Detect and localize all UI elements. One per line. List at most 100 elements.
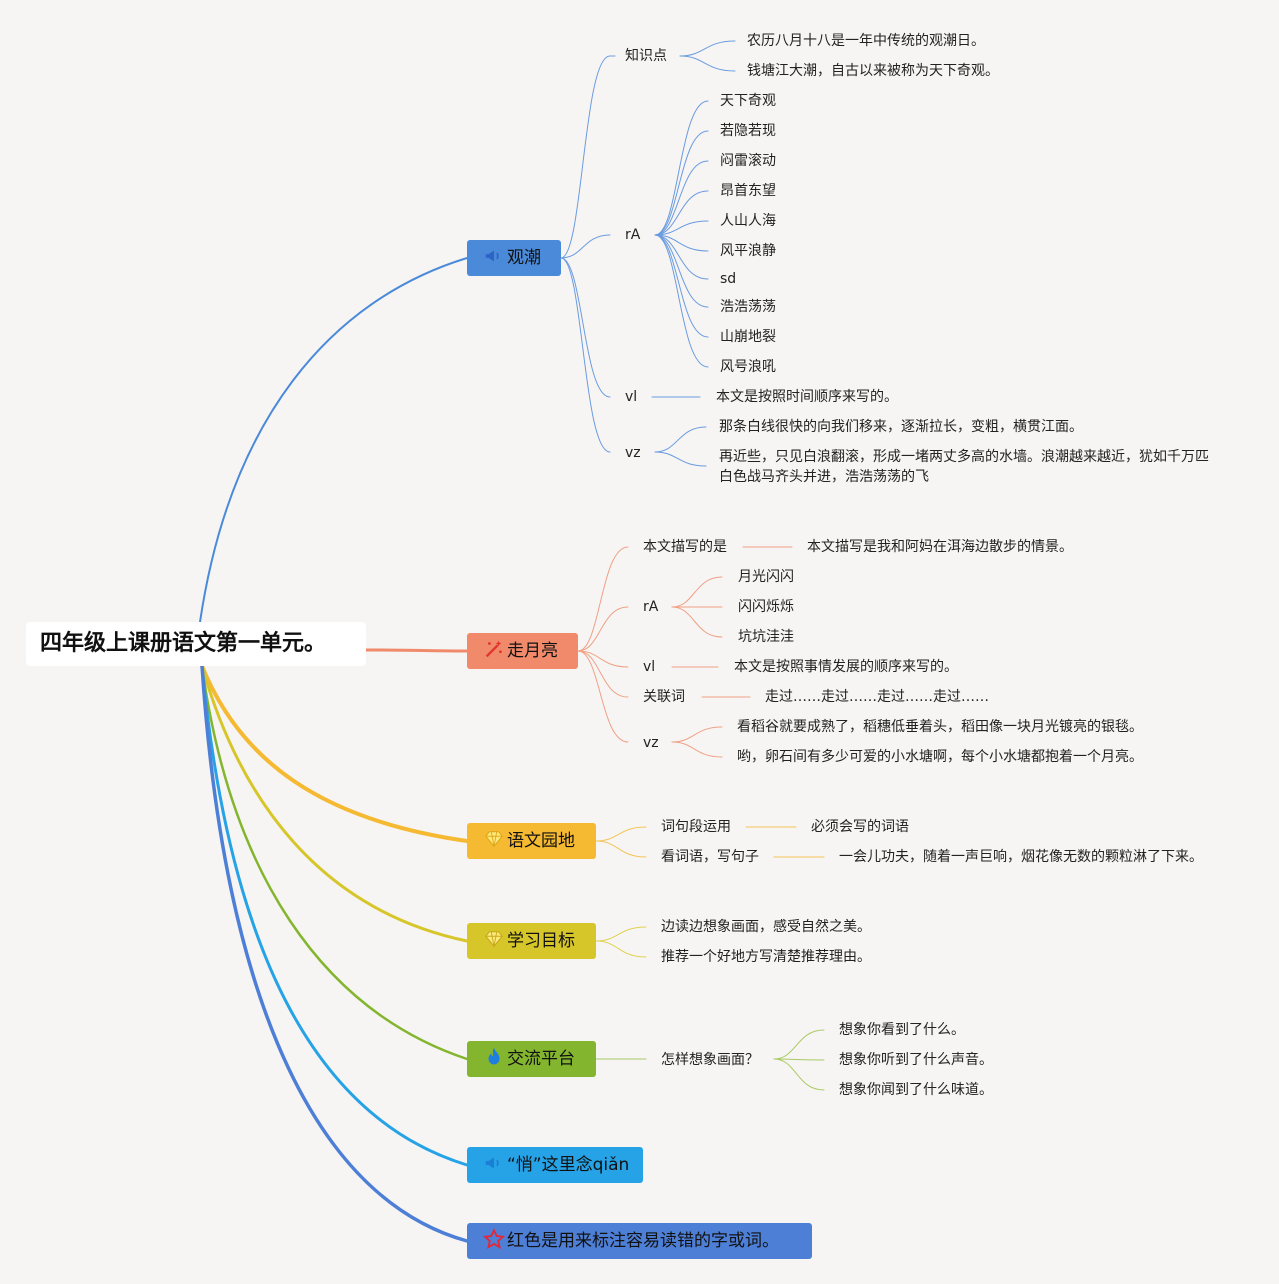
sub-topic[interactable]: 关联词 [643,689,685,705]
diamond-icon [483,928,505,950]
connector-line [595,840,647,858]
leaf-topic[interactable]: 本文是按照时间顺序来写的。 [716,389,898,405]
branch-label: 交流平台 [507,1049,575,1069]
sub-topic[interactable]: vl [625,389,638,405]
leaf-topic[interactable]: 走过……走过……走过……走过…… [765,689,989,705]
connector-line [595,940,647,958]
connector-line [200,664,469,843]
leaf-topic[interactable]: 风号浪吼 [720,359,776,375]
leaf-topic[interactable]: 必须会写的词语 [811,819,909,835]
diamond-icon [483,828,505,850]
connector-line [560,55,611,259]
leaf-topic[interactable]: 哟，卵石间有多少可爱的小水塘啊，每个小水塘都抱着一个月亮。 [737,749,1143,765]
sub-topic[interactable]: vz [625,445,641,461]
branch-jiaoliupingtai[interactable]: 交流平台 [467,1041,596,1077]
branch-label: “悄”这里念qiǎn [507,1155,630,1175]
leaf-topic[interactable]: 推荐一个好地方写清楚推荐理由。 [661,949,871,965]
connector-line [560,257,611,453]
connector-line [654,160,709,236]
branch-xueximubiao[interactable]: 学习目标 [467,923,596,959]
leaf-topic[interactable]: 边读边想象画面，感受自然之美。 [661,919,871,935]
branch-yuwenyuandi[interactable]: 语文园地 [467,823,596,859]
connector-line [654,220,709,236]
magic-wand-icon [483,638,505,660]
connector-line [773,1029,825,1060]
sub-topic[interactable]: rA [625,227,641,243]
sub-topic[interactable]: rA [643,599,659,615]
root-topic[interactable]: 四年级上课册语文第一单元。 [26,622,366,666]
leaf-topic[interactable]: 人山人海 [720,213,776,229]
connector-line [654,234,709,368]
leaf-topic[interactable]: 风平浪静 [720,243,776,259]
connector-line [679,40,736,57]
leaf-topic[interactable]: 本文描写是我和阿妈在洱海边散步的情景。 [807,539,1073,555]
leaf-topic[interactable]: 看稻谷就要成熟了，稻穗低垂着头，稻田像一块月光镀亮的银毯。 [737,719,1143,735]
connector-line [199,257,468,623]
leaf-topic[interactable]: 一会儿功夫，随着一声巨响，烟花像无数的颗粒淋了下来。 [839,849,1203,865]
sub-topic[interactable]: 词句段运用 [661,819,731,835]
sub-topic[interactable]: 看词语，写句子 [661,849,759,865]
connector-line [773,1058,825,1061]
leaf-topic[interactable]: 坑坑洼洼 [738,629,794,645]
branch-label: 观潮 [507,248,541,268]
branch-label: 语文园地 [507,831,575,851]
leaf-topic[interactable]: 天下奇观 [720,93,776,109]
sub-topic[interactable]: 本文描写的是 [643,539,727,555]
branch-red-note[interactable]: 红色是用来标注容易读错的字或词。 [467,1223,812,1259]
leaf-topic[interactable]: 再近些，只见白浪翻滚，形成一堵两丈多高的水墙。浪潮越来越近，犹如千万匹白色战马齐… [719,449,1209,485]
connector-line [679,55,736,72]
leaf-topic[interactable]: 闷雷滚动 [720,153,776,169]
megaphone-icon [483,1152,505,1174]
star-icon [483,1228,505,1250]
connector-line [654,451,707,467]
connector-line [560,234,611,259]
branch-guanchao[interactable]: 观潮 [467,240,561,276]
leaf-topic[interactable]: 想象你听到了什么声音。 [839,1052,993,1068]
connector-line [577,546,629,652]
connector-line [577,650,629,698]
leaf-topic[interactable]: 山崩地裂 [720,329,776,345]
connector-line [595,826,647,842]
connector-line [200,664,469,1061]
leaf-topic[interactable]: 钱塘江大潮，自古以来被称为天下奇观。 [747,63,999,79]
flame-icon [483,1046,505,1068]
connector-line [671,741,723,758]
connector-line [200,664,469,1243]
leaf-topic[interactable]: 月光闪闪 [738,569,794,585]
connector-line [577,606,629,652]
connector-line [200,664,469,1167]
leaf-topic[interactable]: sd [720,271,737,287]
leaf-topic[interactable]: 农历八月十八是一年中传统的观潮日。 [747,33,985,49]
leaf-topic[interactable]: 想象你看到了什么。 [839,1022,965,1038]
branch-zouyueliang[interactable]: 走月亮 [467,633,578,669]
connector-line [654,234,709,308]
connector-line [671,576,723,608]
branch-qiao-pronunciation[interactable]: “悄”这里念qiǎn [467,1147,643,1183]
connector-line [595,926,647,942]
connector-line [654,130,709,236]
branch-label: 红色是用来标注容易读错的字或词。 [507,1231,779,1251]
sub-topic[interactable]: vl [643,659,656,675]
leaf-topic[interactable]: 闪闪烁烁 [738,599,794,615]
connector-line [654,100,709,236]
branch-label: 学习目标 [507,931,575,951]
megaphone-icon [483,245,505,267]
leaf-topic[interactable]: 本文是按照事情发展的顺序来写的。 [734,659,958,675]
leaf-topic[interactable]: 想象你闻到了什么味道。 [839,1082,993,1098]
leaf-topic[interactable]: 浩浩荡荡 [720,299,776,315]
connector-line [671,726,723,743]
connector-line [577,650,629,743]
sub-topic[interactable]: 怎样想象画面？ [661,1052,759,1068]
connector-line [654,234,709,280]
sub-topic[interactable]: vz [643,735,659,751]
leaf-topic[interactable]: 昂首东望 [720,183,776,199]
branch-label: 走月亮 [507,641,558,661]
connector-line [364,648,469,653]
leaf-topic[interactable]: 若隐若现 [720,123,776,139]
connector-line [200,664,469,943]
leaf-topic[interactable]: 那条白线很快的向我们移来，逐渐拉长，变粗，横贯江面。 [719,419,1083,435]
connector-line [654,234,709,252]
sub-topic[interactable]: 知识点 [625,48,667,64]
connector-line [577,650,629,668]
